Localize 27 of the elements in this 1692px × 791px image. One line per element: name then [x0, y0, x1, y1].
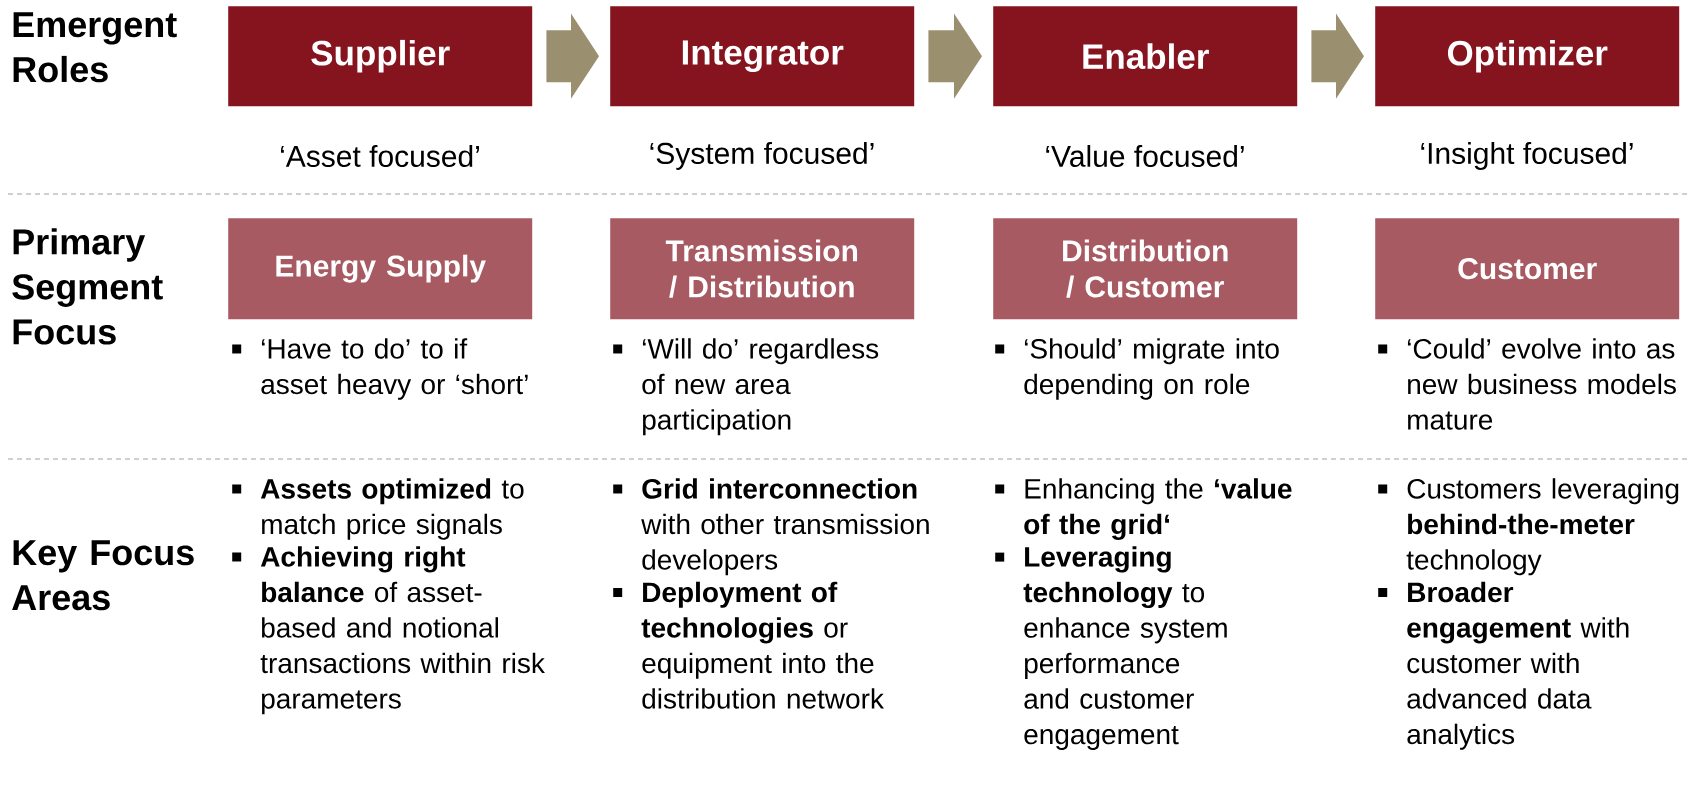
bullet-text: Broader engagement with customer with advanced data analytics [1378, 581, 1629, 750]
bullet-text: Customers leveraging behind-the-meter technology [1378, 478, 1679, 576]
bullet-text: ‘Could’ evolve into as new business models mature [1378, 338, 1676, 430]
bullet-text: ‘Should’ migrate into depending on role [995, 338, 1279, 400]
row-heading: Primary Segment Focus [12, 228, 163, 345]
bullet-text: Grid interconnection with other transmission developers [613, 478, 929, 576]
role-box: Integrator [610, 6, 915, 107]
bullet-text: Assets optimized to match price signals [232, 478, 524, 540]
segment-box: Transmission / Distribution [610, 218, 915, 320]
row-heading: Key Focus Areas [12, 540, 194, 611]
role-box: Optimizer [1375, 6, 1680, 107]
bullet-text: Leveraging technology to enhance system performance and customer engagement [995, 546, 1227, 750]
bullet-text: Enhancing the ‘value of the grid‘ [995, 478, 1292, 540]
role-subtitle: ‘Asset focused’ [281, 145, 479, 167]
bullet-text: Achieving right balance of asset-based and notional transactions within risk parameters [232, 546, 545, 715]
segment-box: Customer [1375, 218, 1680, 320]
segment-box: Energy Supply [228, 218, 533, 320]
segment-box: Distribution / Customer [993, 218, 1298, 320]
bullet-text: ‘Have to do’ to if asset heavy or ‘short’ [232, 338, 528, 400]
role-box: Supplier [228, 6, 533, 107]
bullet-text: Deployment of technologies or equipment into the distribution network [613, 581, 884, 709]
role-box: Enabler [993, 6, 1298, 107]
role-subtitle: ‘Value focused’ [1046, 145, 1244, 167]
bullet-text: ‘Will do’ regardless of new area participation [613, 338, 879, 436]
role-subtitle: ‘System focused’ [650, 142, 874, 170]
row-heading: Emergent Roles [13, 12, 177, 83]
role-subtitle: ‘Insight focused’ [1421, 142, 1633, 170]
